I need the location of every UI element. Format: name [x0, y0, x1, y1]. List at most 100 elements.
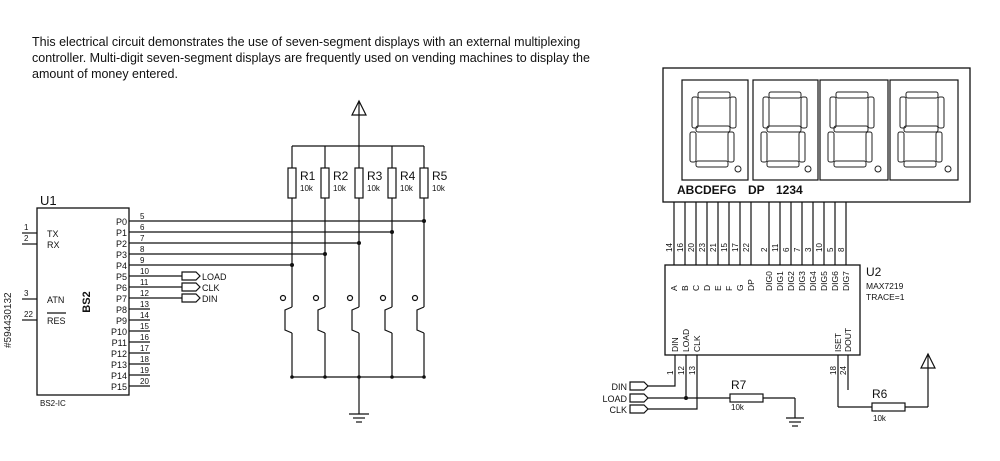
segment: [689, 131, 697, 163]
u2-top-pin-number: 21: [709, 243, 718, 252]
u2-top-pin-number: 10: [815, 243, 824, 252]
resistor-ref: R3: [367, 169, 383, 183]
segment: [727, 131, 735, 163]
u1-right-pin-number: 17: [140, 344, 149, 353]
u2-top-pin-label: D: [702, 285, 712, 291]
display-digit: [752, 79, 819, 181]
push-button-icon: [284, 306, 293, 334]
display-digit: [889, 79, 959, 181]
resistor-body: [287, 167, 297, 199]
u1-right-pin-number: 16: [140, 333, 149, 342]
push-button-cap-icon: [411, 294, 419, 302]
input-port-icon: [629, 404, 649, 414]
u1-right-pin-number: 12: [140, 289, 149, 298]
u1-body: [36, 207, 130, 396]
segment: [833, 125, 869, 133]
output-port-icon: [181, 271, 201, 281]
u2-top-pin-label: C: [691, 285, 701, 291]
u2-top-pin-label: DIG0: [764, 271, 774, 291]
u2-top-pin-label: DIG3: [797, 271, 807, 291]
description-line-1: This electrical circuit demonstrates the…: [32, 35, 581, 49]
u2-ref: U2: [866, 265, 882, 279]
decimal-point: [874, 165, 882, 173]
u2-top-pin-number: 3: [804, 247, 813, 252]
u1-right-pin-label: P12: [111, 349, 127, 359]
u2-bottom-pin-number: 24: [839, 366, 848, 375]
u1-left-pin-label: RES: [47, 316, 66, 326]
segment: [729, 96, 737, 129]
u2-top-pin-number: 17: [731, 243, 740, 252]
u2-part: MAX7219: [866, 281, 904, 291]
output-port-icon: [181, 293, 201, 303]
output-port-label: CLK: [202, 283, 220, 293]
u1-right-pin-number: 8: [140, 245, 145, 254]
r6-value: 10k: [873, 414, 887, 423]
r7-value: 10k: [731, 403, 745, 412]
push-button-cap-icon: [346, 294, 354, 302]
u2-top-pin-label: DIG5: [819, 271, 829, 291]
u1-left-pin-number: 3: [24, 289, 29, 298]
vcc-arrow-icon: [351, 99, 367, 116]
output-port-label: DIN: [202, 294, 218, 304]
segment: [935, 131, 943, 163]
resistor-body: [419, 167, 429, 199]
u2-trace: TRACE=1: [866, 292, 905, 302]
u2-top-pin-number: 11: [771, 243, 780, 252]
u1-part: BS2: [81, 291, 93, 312]
u2-bottom-pin-number: 1: [666, 370, 675, 375]
display-digits-label: 1234: [776, 183, 803, 197]
push-buttons: [279, 290, 426, 379]
resistor-value: 10k: [300, 184, 314, 193]
input-port-label: CLK: [609, 405, 627, 415]
u2-top-pins: 14A16B20C23D21E15F17G22DP2DIG011DIG16DIG…: [665, 202, 851, 291]
u1-right-pin-number: 13: [140, 300, 149, 309]
push-button-cap-icon: [279, 294, 287, 302]
u1-right-pin-number: 19: [140, 366, 149, 375]
output-port-label: LOAD: [202, 272, 227, 282]
u2-top-pin-label: B: [680, 285, 690, 291]
u2-top-pin-number: 16: [676, 243, 685, 252]
u1-right-pin-label: P3: [116, 250, 127, 260]
display-dp-label: DP: [748, 183, 765, 197]
segment: [937, 96, 945, 129]
resistor-body: [354, 167, 364, 199]
u2-top-pin-label: DIG6: [830, 271, 840, 291]
u2-top-pin-number: 22: [742, 243, 751, 252]
resistor-value: 10k: [367, 184, 381, 193]
u2-bottom-pin-label: ISET: [833, 333, 843, 352]
r6-vcc-arrow-icon: [920, 352, 936, 369]
u1-right-pin-label: P11: [112, 338, 127, 348]
segment: [899, 96, 907, 129]
u2-bottom-pin-label: CLK: [692, 335, 702, 352]
r6-ref: R6: [872, 387, 888, 401]
segment: [691, 96, 699, 129]
display-segments-label: ABCDEFG: [677, 183, 736, 197]
u1-ref: U1: [40, 193, 57, 208]
segment: [905, 91, 939, 99]
input-port-icon: [629, 381, 649, 391]
u1-right-pin-number: 10: [140, 267, 149, 276]
u1-right-pin-label: P1: [116, 228, 127, 238]
segment: [867, 96, 875, 129]
segment: [903, 160, 937, 168]
u2-bottom-pin-label: DOUT: [843, 328, 853, 352]
resistor-ref: R1: [300, 169, 316, 183]
segment: [798, 131, 806, 163]
push-button-icon: [416, 306, 425, 334]
u1-right-pin-number: 15: [140, 322, 149, 331]
seven-segment-display: [662, 67, 971, 203]
u1-right-pin-number: 5: [140, 212, 145, 221]
u2-top-pin-number: 8: [837, 247, 846, 252]
u1-right-pin-label: P13: [111, 360, 127, 370]
u2-bottom-pin-number: 13: [688, 366, 697, 375]
decimal-point: [944, 165, 952, 173]
resistor-ref: R5: [432, 169, 448, 183]
push-button-icon: [384, 306, 393, 334]
u2-top-pin-number: 20: [687, 243, 696, 252]
input-port-label: LOAD: [602, 394, 627, 404]
segment: [766, 125, 802, 133]
digit-frame: [889, 79, 959, 181]
